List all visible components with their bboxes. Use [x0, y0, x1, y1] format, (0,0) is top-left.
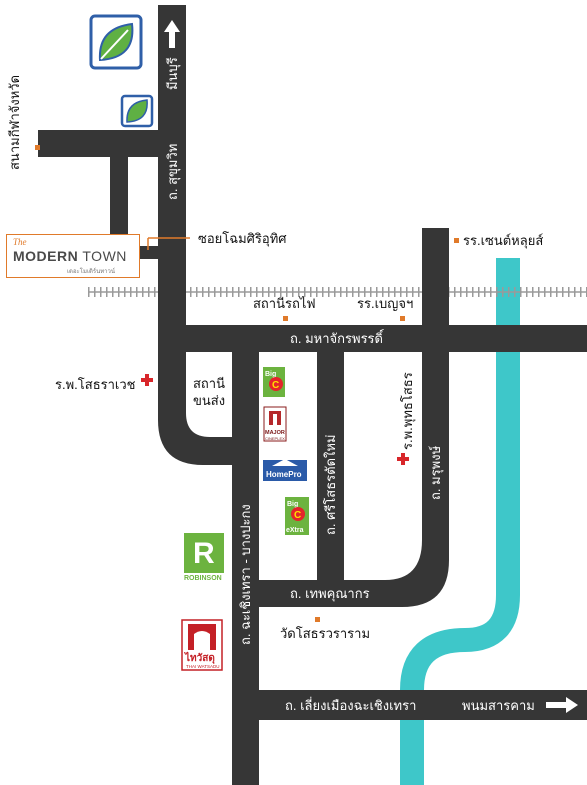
bangchak-logo-small	[120, 94, 154, 128]
place-label-wat-sothorn: วัดโสธรวราราม	[280, 626, 370, 641]
road-sri-sothon	[317, 337, 344, 607]
svg-text:CINEPLEX: CINEPLEX	[265, 436, 285, 441]
east-arrow-icon	[546, 697, 578, 713]
marker-stadium	[35, 145, 40, 150]
road-label-bypass: ถ. เลี่ยงเมืองฉะเชิงเทรา	[285, 697, 416, 713]
svg-text:C: C	[294, 510, 301, 521]
svg-text:C: C	[272, 380, 279, 391]
place-label-benjama: รร.เบญจฯ	[357, 296, 413, 311]
svg-text:ไทวัสดุ: ไทวัสดุ	[184, 651, 215, 664]
bangchak-logo-large	[89, 14, 143, 70]
place-label-railway-station: สถานีรถไฟ	[253, 296, 316, 311]
road-label-marupong: ถ. มรุพงษ์	[428, 445, 444, 500]
place-label-soi: ซอยโฉมศิริอุทิศ	[198, 231, 287, 247]
svg-text:eXtra: eXtra	[286, 527, 304, 534]
place-label-sothorawet: ร.พ.โสธราเวช	[55, 377, 136, 392]
place-label-stadium: สนามกีฬาจังหวัด	[7, 75, 22, 170]
svg-text:ROBINSON: ROBINSON	[184, 575, 222, 582]
marker-railway-station	[283, 316, 288, 321]
road-network	[38, 5, 587, 785]
svg-text:THAI WATSADU: THAI WATSADU	[186, 664, 220, 669]
marker-st-louis	[454, 238, 459, 243]
svg-text:MAJOR: MAJOR	[265, 430, 285, 436]
svg-text:Big: Big	[265, 371, 276, 378]
svg-text:HomePro: HomePro	[266, 470, 302, 479]
project-name: MODERN TOWN	[13, 248, 127, 264]
project-sub-label: เดอะโมเดิร์นทาวน์	[67, 269, 116, 275]
direction-east-label: พนมสารคาม	[462, 698, 535, 713]
thai-watsadu-logo: ไทวัสดุ THAI WATSADU	[181, 619, 223, 671]
hospital-cross-icon	[397, 453, 409, 465]
svg-text:R: R	[193, 537, 215, 570]
robinson-logo: R ROBINSON	[184, 533, 224, 582]
modern-town-project-marker: The MODERN TOWN เดอะโมเดิร์นทาวน์	[6, 234, 140, 278]
road-mahachakkraphat	[158, 325, 587, 352]
direction-north-label: มีนบุรี	[165, 57, 181, 90]
major-cineplex-logo: MAJOR CINEPLEX	[263, 406, 287, 442]
place-label-buddhasothorn: ร.พ.พุทธโสธร	[400, 372, 416, 450]
road-label-thep-khunakon: ถ. เทพคุณากร	[290, 586, 370, 602]
road-label-sri-sothon: ถ. ศรีโสธรตัดใหม่	[323, 434, 338, 535]
road-label-sukhumvit: ถ. สุขุมวิท	[165, 144, 181, 200]
road-label-mahachakkraphat: ถ. มหาจักรพรรดิ์	[290, 329, 385, 346]
road-sukhumvit	[158, 5, 186, 375]
place-label-st-louis: รร.เซนต์หลุยส์	[463, 233, 543, 249]
project-the-label: The	[13, 237, 27, 247]
place-label-bus-station-1: สถานี	[193, 376, 225, 391]
road-bypass	[232, 690, 587, 720]
road-label-chachoengsao-bangpakong: ถ. ฉะเชิงเทรา - บางปะกง	[238, 504, 253, 645]
road-stadium-branch	[110, 130, 128, 240]
hospital-cross-icon	[141, 374, 153, 386]
homepro-logo: HomePro	[263, 459, 307, 481]
place-label-bus-station-2: ขนส่ง	[193, 393, 225, 408]
marker-wat-sothorn	[315, 617, 320, 622]
river	[400, 258, 520, 785]
bigc-logo: Big C	[263, 367, 285, 397]
bigc-extra-logo: Big C eXtra	[285, 497, 309, 535]
marker-benjama	[400, 316, 405, 321]
svg-text:Big: Big	[287, 501, 298, 508]
road-marupong	[245, 228, 449, 607]
north-arrow-icon	[164, 20, 180, 48]
